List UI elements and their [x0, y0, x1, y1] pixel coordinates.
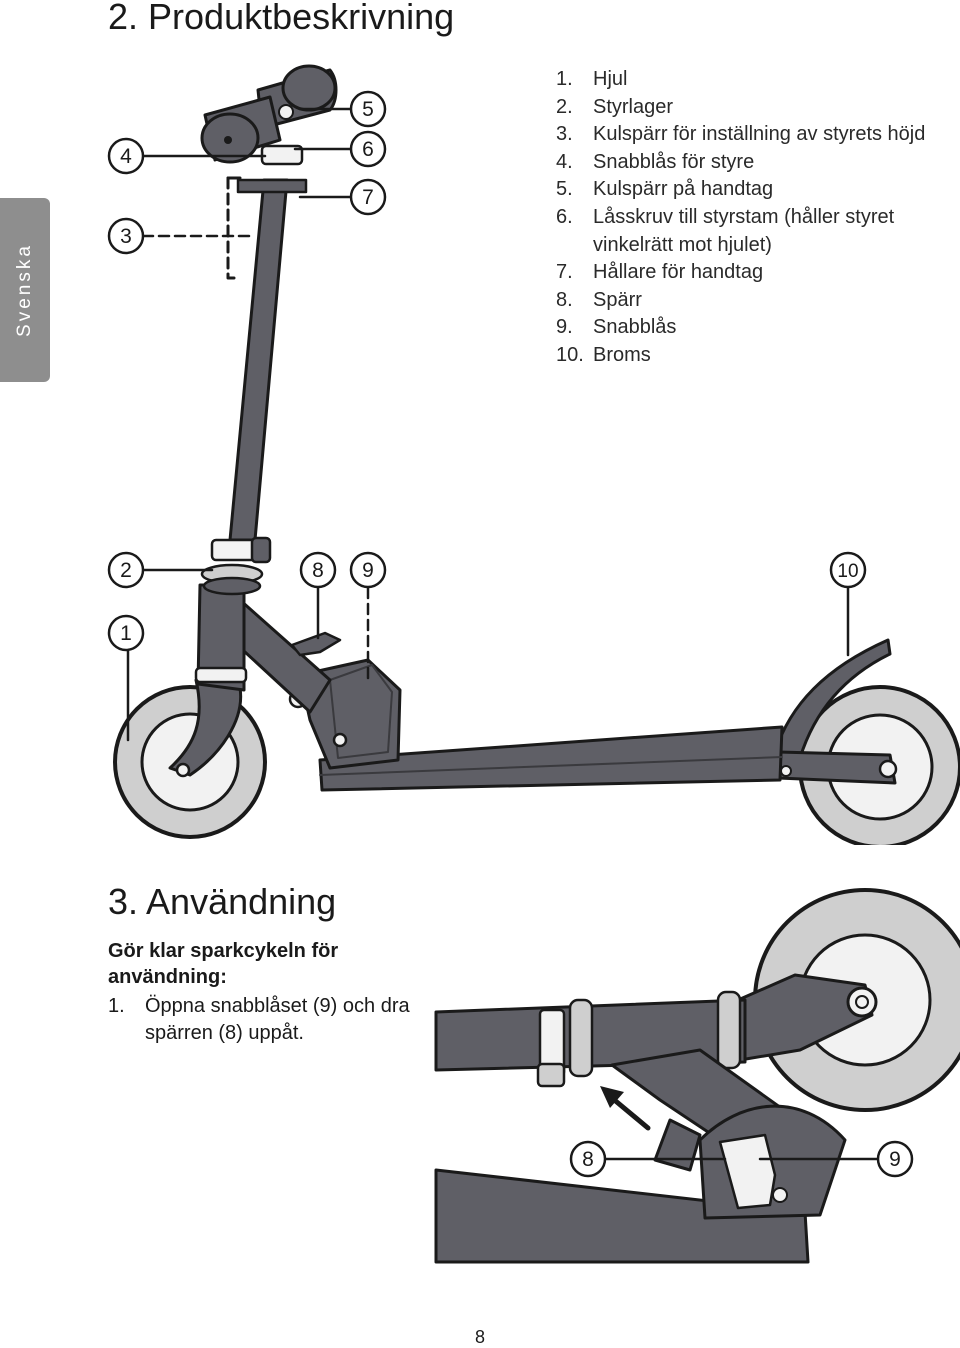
- step-number: 1.: [108, 995, 125, 1017]
- part-number: 2.: [556, 95, 573, 118]
- deck: [318, 725, 784, 792]
- scooter-diagram: 4 3 5 6 7 2 1 8: [107, 64, 960, 845]
- callout-10: 10: [829, 551, 867, 589]
- callout-9: 9: [876, 1140, 914, 1178]
- part-number: 7.: [556, 261, 573, 284]
- callout-label: 4: [120, 145, 132, 168]
- part-text: Styrlager: [593, 95, 674, 118]
- rear-axle-bracket: [776, 750, 897, 785]
- front-fork: [168, 678, 243, 777]
- callout-7: 7: [349, 178, 387, 216]
- callout-8: 8: [299, 551, 337, 589]
- parts-list-item: 5. Kulspärr på handtag: [556, 176, 960, 204]
- part-number: 6.: [556, 205, 573, 228]
- folding-lever: [290, 631, 342, 657]
- callout-label: 1: [120, 622, 132, 645]
- part-text: Kulspärr på handtag: [593, 178, 774, 201]
- part-number: 1.: [556, 68, 573, 90]
- callout-label: 8: [312, 559, 324, 582]
- callout-label: 5: [362, 98, 374, 121]
- steering-stem: [228, 178, 289, 542]
- callout-4: 4: [107, 137, 145, 175]
- language-side-tab: Svenska: [0, 198, 50, 382]
- parts-list-item: 10. Broms: [556, 342, 960, 370]
- part-text: Hjul: [593, 68, 628, 90]
- language-tab-label: Svenska: [14, 243, 35, 337]
- parts-list-item: 7. Hållare för handtag: [556, 259, 960, 287]
- usage-step-1: 1. Öppna snabblåset (9) och dra spärren …: [108, 993, 428, 1047]
- deck: [434, 1168, 810, 1264]
- callout-label: 3: [120, 225, 132, 248]
- part-text: Broms: [593, 343, 651, 366]
- part-text: Snabblås: [593, 316, 677, 339]
- part-text: Snabblås för styre: [593, 150, 755, 173]
- usage-subtitle: Gör klar sparkcykeln för användning:: [108, 940, 339, 988]
- brake: [773, 638, 892, 760]
- parts-list-item: 3. Kulspärr för inställning av styrets hö…: [556, 121, 960, 149]
- parts-list-item: 9. Snabblås: [556, 314, 960, 342]
- part-text: Hållare för handtag: [593, 261, 764, 284]
- callout-label: 7: [362, 186, 374, 209]
- down-tube: [230, 598, 332, 714]
- quick-release: [718, 1133, 777, 1210]
- parts-list-item: 8. Spärr: [556, 287, 960, 315]
- part-text: Spärr: [593, 288, 642, 311]
- callout-label: 9: [362, 559, 374, 582]
- part-text: Låsskruv till styrstam (håller styret vi…: [593, 205, 895, 256]
- callout-label: 6: [362, 138, 374, 161]
- step-text: Öppna snabblåset (9) och dra spärren (8)…: [145, 995, 410, 1044]
- part-number: 9.: [556, 316, 573, 339]
- part-number: 5.: [556, 178, 573, 201]
- callout-9: 9: [349, 551, 387, 589]
- callout-label: 10: [837, 561, 858, 582]
- folding-lever: [653, 1118, 702, 1172]
- part-number: 8.: [556, 288, 573, 311]
- callout-1: 1: [107, 614, 145, 652]
- callout-2: 2: [107, 551, 145, 589]
- callout-label: 8: [582, 1148, 594, 1171]
- page-number: 8: [474, 1327, 485, 1347]
- callout-5: 5: [349, 90, 387, 128]
- parts-list-item: 1. Hjul: [556, 66, 960, 94]
- part-number: 4.: [556, 150, 573, 173]
- parts-list-item: 2. Styrlager: [556, 94, 960, 122]
- handlebar-grips: [200, 64, 338, 164]
- section-title-product-description: 2. Produktbeskrivning: [108, 0, 455, 37]
- arrow-up-icon: [600, 1086, 651, 1131]
- callout-8: 8: [569, 1140, 607, 1178]
- part-number: 3.: [556, 123, 573, 146]
- part-number: 10.: [556, 343, 584, 366]
- part-text: Kulspärr för inställning av styrets höjd: [593, 123, 926, 146]
- section-title-usage: 3. Användning: [108, 881, 337, 922]
- parts-list-item: 4. Snabblås för styre: [556, 149, 960, 177]
- callout-3: 3: [107, 217, 145, 255]
- callout-label: 9: [889, 1148, 901, 1171]
- parts-list-item: 6. Låsskruv till styrstam (håller styret …: [556, 204, 960, 259]
- callout-6: 6: [349, 130, 387, 168]
- parts-list: 1. Hjul 2. Styrlager 3. Kulspärr för instäl…: [556, 66, 960, 370]
- callout-label: 2: [120, 559, 132, 582]
- folding-closeup-diagram: 8 9: [434, 888, 960, 1264]
